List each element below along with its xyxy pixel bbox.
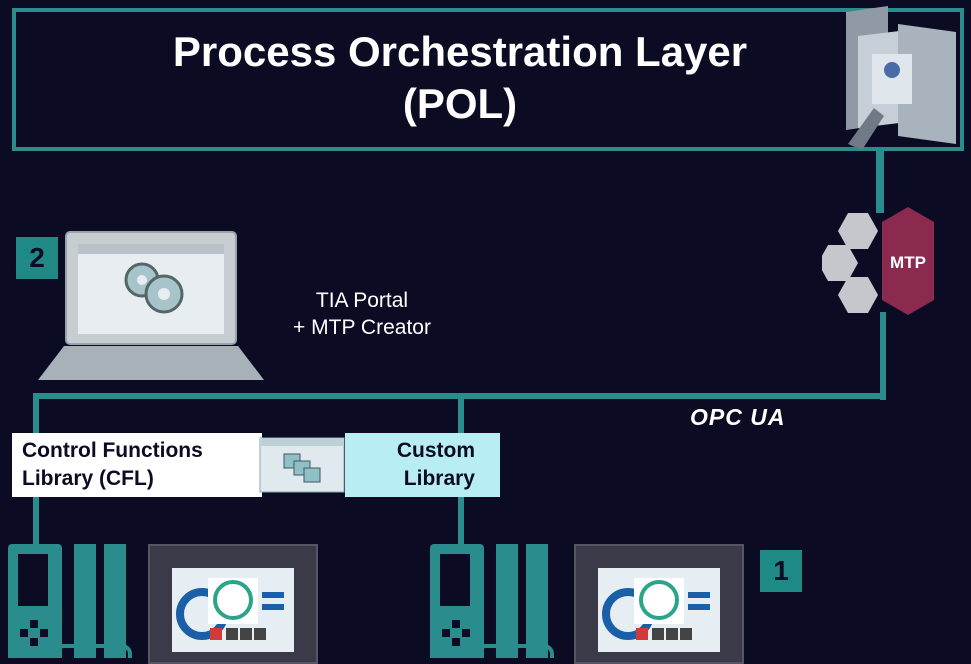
library-blocks-icon xyxy=(259,437,345,493)
opc-ua-logo: OPC UA xyxy=(690,404,786,430)
engineering-tool-label: TIA Portal + MTP Creator xyxy=(262,287,462,341)
laptop-icon xyxy=(38,231,264,380)
tia-portal-text: TIA Portal xyxy=(315,289,409,312)
hmi-process-icon xyxy=(602,578,710,640)
cfl-library-label: Control Functions Library (CFL) xyxy=(22,439,203,490)
mtp-creator-text: + MTP Creator xyxy=(293,316,431,339)
hmi-process-icon xyxy=(176,578,284,640)
pol-title: Process Orchestration Layer (POL) xyxy=(80,26,840,130)
step-badge-2: 2 xyxy=(16,237,58,279)
step-badge-1: 1 xyxy=(760,550,802,592)
custom-library-box xyxy=(345,433,500,497)
mtp-label: MTP xyxy=(890,253,926,272)
mtp-to-network-line xyxy=(880,312,886,400)
pol-box xyxy=(12,8,964,151)
hmi-panel-left xyxy=(148,544,318,664)
custom-library-label: Custom Library xyxy=(396,439,475,490)
pol-title-line1: Process Orchestration Layer xyxy=(172,28,748,75)
gears-icon xyxy=(124,262,184,314)
plc-controller-right-icon xyxy=(430,544,554,658)
pol-to-mtp-line xyxy=(876,151,884,213)
pol-title-line2: (POL) xyxy=(402,80,518,127)
hmi-screen xyxy=(598,568,720,652)
hmi-panel-right xyxy=(574,544,744,664)
cfl-library-box xyxy=(12,433,262,497)
orchestration-screens-icon xyxy=(846,6,956,150)
mtp-hexagon-icon: MTP xyxy=(822,207,934,315)
plc-controller-left-icon xyxy=(8,544,132,658)
hmi-screen xyxy=(172,568,294,652)
